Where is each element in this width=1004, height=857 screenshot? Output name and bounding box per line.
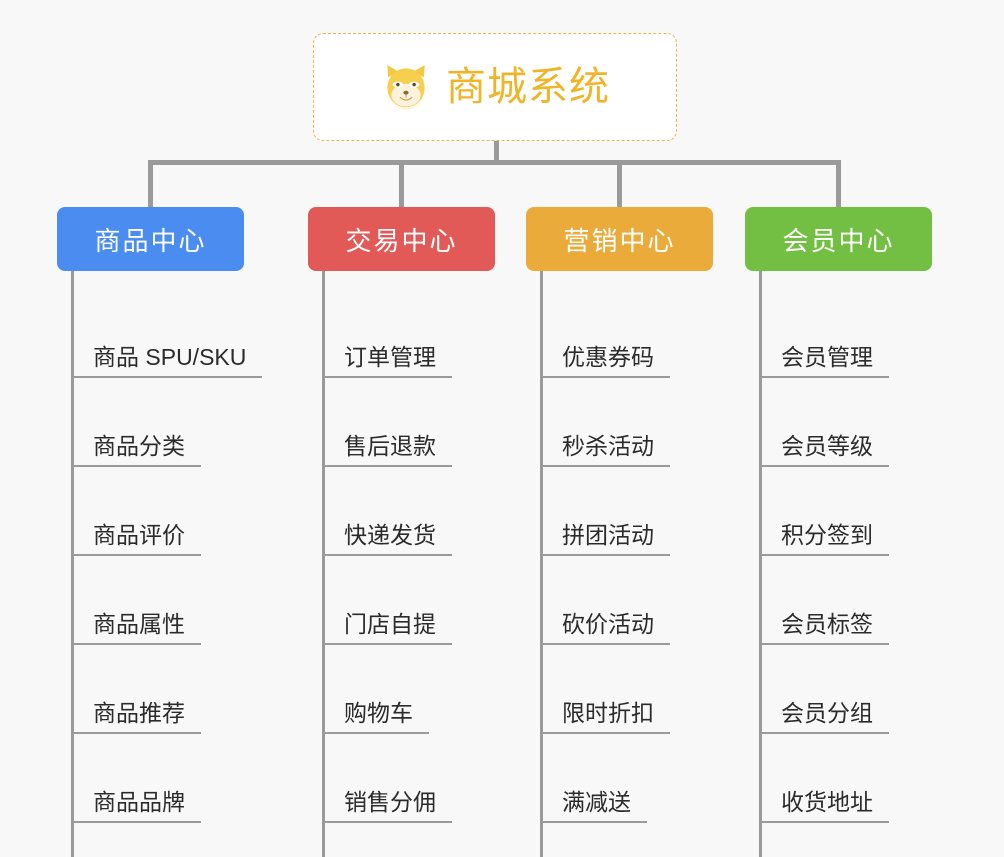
leaf-item[interactable]: 门店自提	[324, 556, 495, 645]
leaf-label: 会员管理	[761, 344, 889, 378]
leaf-label: 购物车	[324, 700, 429, 734]
shiba-dog-face-icon	[387, 65, 425, 110]
connector-root-stem	[494, 141, 499, 163]
leaf-label: 秒杀活动	[542, 433, 670, 467]
leaf-item[interactable]: 销售分佣	[324, 734, 495, 823]
leaf-item[interactable]: 商品分类	[73, 378, 262, 467]
connector-spine-member-center	[759, 271, 762, 857]
leaf-label: 会员分组	[761, 700, 889, 734]
leaf-label: 商品品牌	[73, 789, 201, 823]
leaf-list-trade-center: 订单管理 售后退款 快递发货 门店自提 购物车 销售分佣	[308, 271, 495, 857]
leaf-item[interactable]: 快递发货	[324, 467, 495, 556]
leaf-item[interactable]: 会员管理	[761, 289, 932, 378]
leaf-label: 商品 SPU/SKU	[73, 344, 263, 378]
leaf-label: 限时折扣	[542, 700, 670, 734]
connector-drop-2	[399, 160, 404, 208]
leaf-item[interactable]: 砍价活动	[542, 556, 713, 645]
leaf-label: 商品属性	[73, 611, 201, 645]
leaf-item[interactable]: 优惠券码	[542, 289, 713, 378]
leaf-list-product-center: 商品 SPU/SKU 商品分类 商品评价 商品属性 商品推荐 商品品牌	[57, 271, 263, 857]
connector-drop-4	[836, 160, 841, 208]
leaf-item[interactable]: 商品 SPU/SKU	[73, 289, 263, 378]
connector-drop-1	[148, 160, 153, 208]
leaf-item[interactable]: 商品评价	[73, 467, 262, 556]
branch-trade-center: 交易中心 订单管理 售后退款 快递发货 门店自提 购物车 销售分佣	[308, 207, 495, 857]
connector-spine-trade-center	[322, 271, 325, 857]
leaf-item[interactable]: 售后退款	[324, 378, 495, 467]
branch-product-center: 商品中心 商品 SPU/SKU 商品分类 商品评价 商品属性 商品推荐 商品品牌	[57, 207, 263, 857]
connector-horizontal-bus	[148, 160, 840, 165]
leaf-item[interactable]: 满减送	[542, 734, 713, 823]
root-node[interactable]: 商城系统	[313, 33, 677, 141]
branch-header-marketing-center[interactable]: 营销中心	[526, 207, 713, 271]
leaf-label: 快递发货	[324, 522, 452, 556]
leaf-label: 拼团活动	[542, 522, 670, 556]
leaf-label: 商品推荐	[73, 700, 201, 734]
leaf-item[interactable]: 会员等级	[761, 378, 932, 467]
connector-spine-product-center	[71, 271, 74, 857]
leaf-label: 满减送	[542, 789, 647, 823]
leaf-item[interactable]: 秒杀活动	[542, 378, 713, 467]
leaf-item[interactable]: 购物车	[324, 645, 495, 734]
leaf-item[interactable]: 限时折扣	[542, 645, 713, 734]
root-title: 商城系统	[446, 65, 610, 109]
leaf-item[interactable]: 会员分组	[761, 645, 932, 734]
branch-member-center: 会员中心 会员管理 会员等级 积分签到 会员标签 会员分组 收货地址	[745, 207, 932, 857]
leaf-item[interactable]: 拼团活动	[542, 467, 713, 556]
connector-drop-3	[617, 160, 622, 208]
leaf-label: 售后退款	[324, 433, 452, 467]
leaf-label: 砍价活动	[542, 611, 670, 645]
leaf-item[interactable]: 积分签到	[761, 467, 932, 556]
leaf-list-member-center: 会员管理 会员等级 积分签到 会员标签 会员分组 收货地址	[745, 271, 932, 857]
leaf-label: 商品评价	[73, 522, 201, 556]
leaf-label: 优惠券码	[542, 344, 670, 378]
branch-header-trade-center[interactable]: 交易中心	[308, 207, 495, 271]
leaf-item[interactable]: 会员标签	[761, 556, 932, 645]
leaf-label: 收货地址	[761, 789, 889, 823]
leaf-label: 会员等级	[761, 433, 889, 467]
leaf-label: 积分签到	[761, 522, 889, 556]
branch-header-member-center[interactable]: 会员中心	[745, 207, 932, 271]
leaf-label: 商品分类	[73, 433, 201, 467]
leaf-item[interactable]: 收货地址	[761, 734, 932, 823]
leaf-item[interactable]: 订单管理	[324, 289, 495, 378]
branch-marketing-center: 营销中心 优惠券码 秒杀活动 拼团活动 砍价活动 限时折扣 满减送	[526, 207, 713, 857]
connector-spine-marketing-center	[540, 271, 543, 857]
leaf-label: 销售分佣	[324, 789, 452, 823]
leaf-item[interactable]: 商品品牌	[73, 734, 262, 823]
leaf-list-marketing-center: 优惠券码 秒杀活动 拼团活动 砍价活动 限时折扣 满减送	[526, 271, 713, 857]
branch-header-product-center[interactable]: 商品中心	[57, 207, 244, 271]
leaf-label: 会员标签	[761, 611, 889, 645]
leaf-item[interactable]: 商品推荐	[73, 645, 262, 734]
leaf-label: 订单管理	[324, 344, 452, 378]
leaf-item[interactable]: 商品属性	[73, 556, 262, 645]
leaf-label: 门店自提	[324, 611, 452, 645]
